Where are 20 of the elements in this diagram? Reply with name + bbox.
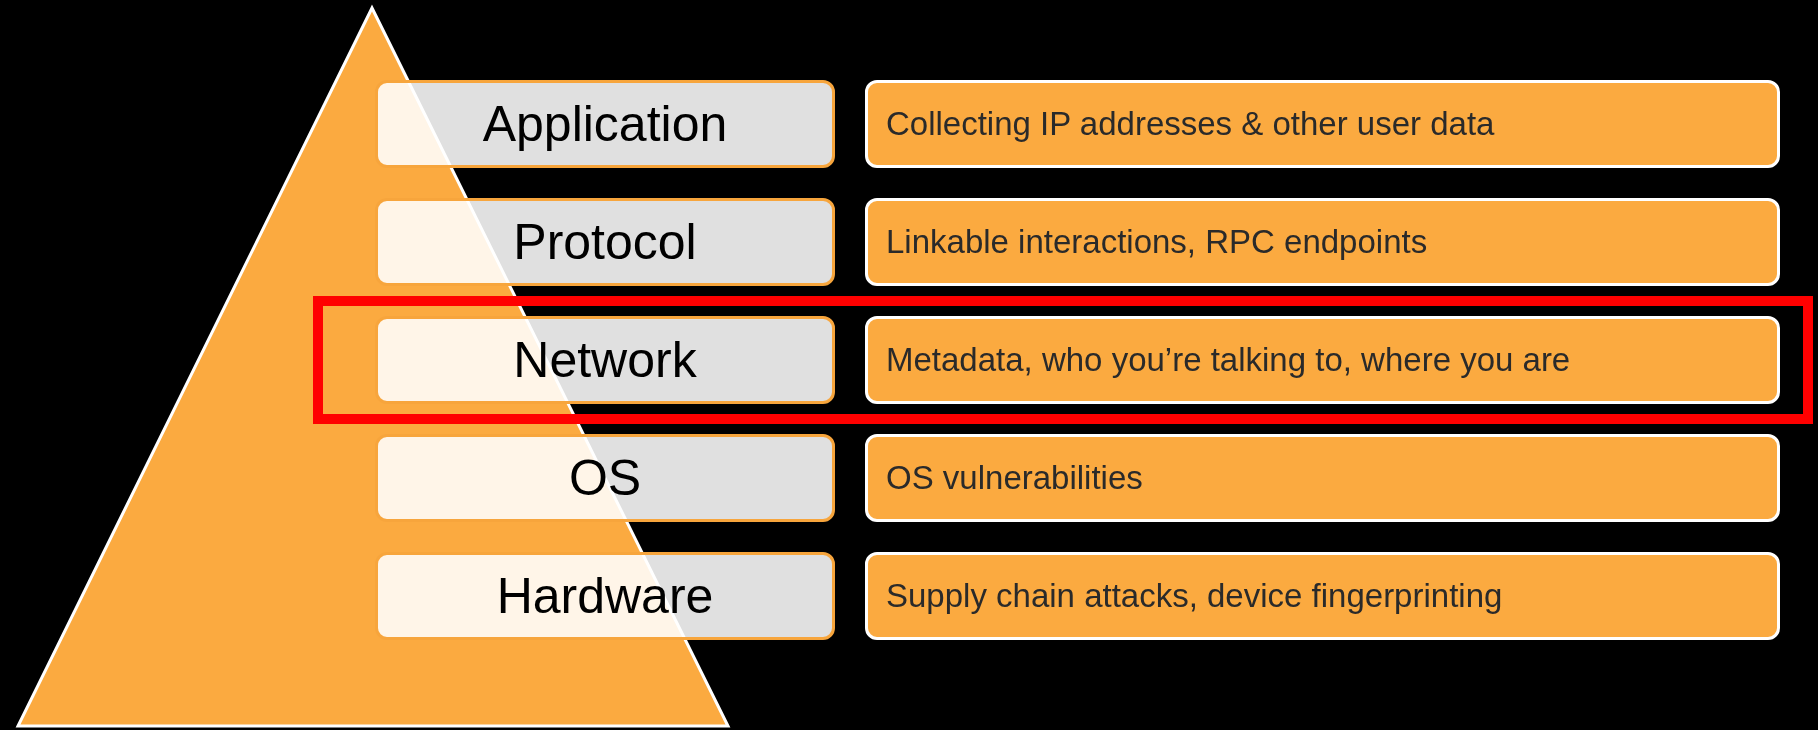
layer-box — [375, 434, 835, 522]
description-box — [865, 80, 1780, 168]
description-text: Supply chain attacks, device fingerprinting — [886, 577, 1503, 615]
description-box — [865, 552, 1780, 640]
description-box — [865, 434, 1780, 522]
description-box — [865, 316, 1780, 404]
layer-label: Protocol — [513, 213, 697, 271]
layer-label: OS — [568, 449, 642, 507]
layer-box — [375, 552, 835, 640]
description-text: Metadata, who you’re talking to, where you are — [886, 341, 1571, 379]
description-text: Collecting IP addresses & other user data — [886, 105, 1495, 143]
layer-box — [375, 80, 835, 168]
description-text: OS vulnerabilities — [886, 459, 1143, 497]
layer-label: Application — [482, 95, 728, 153]
layer-box — [375, 198, 835, 286]
description-text: Linkable interactions, RPC endpoints — [886, 223, 1428, 261]
layer-label: Hardware — [496, 567, 714, 625]
layer-label: Network — [513, 331, 697, 389]
layer-box — [375, 316, 835, 404]
description-box — [865, 198, 1780, 286]
